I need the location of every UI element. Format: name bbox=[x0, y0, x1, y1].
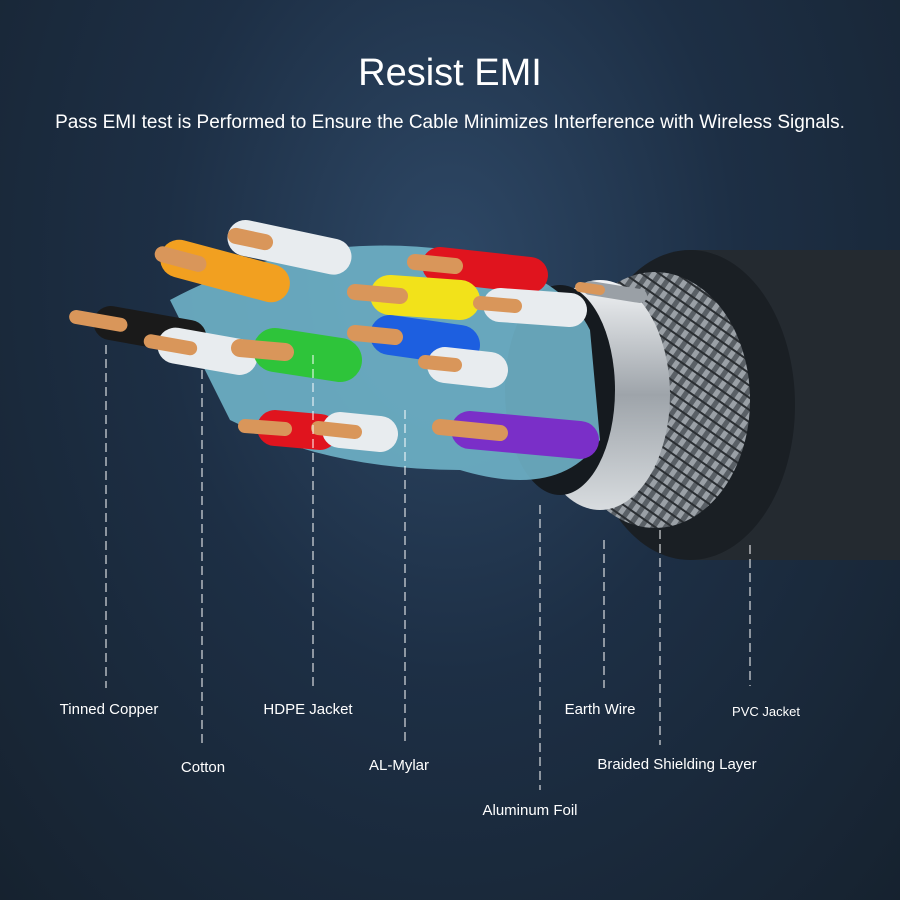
label-aluminum-foil: Aluminum Foil bbox=[482, 802, 578, 819]
wires bbox=[69, 219, 647, 459]
label-earth-wire: Earth Wire bbox=[564, 701, 636, 718]
label-braided-shielding-layer: Braided Shielding Layer bbox=[597, 756, 757, 773]
label-cotton: Cotton bbox=[180, 759, 226, 776]
label-pvc-jacket: PVC Jacket bbox=[732, 704, 800, 719]
label-al-mylar: AL-Mylar bbox=[368, 757, 430, 774]
label-hdpe-jacket: HDPE Jacket bbox=[263, 701, 353, 718]
page-subtitle: Pass EMI test is Performed to Ensure the… bbox=[55, 112, 845, 133]
label-tinned-copper: Tinned Copper bbox=[59, 701, 159, 718]
page-title: Resist EMI bbox=[358, 52, 542, 94]
leader-lines bbox=[105, 345, 751, 790]
